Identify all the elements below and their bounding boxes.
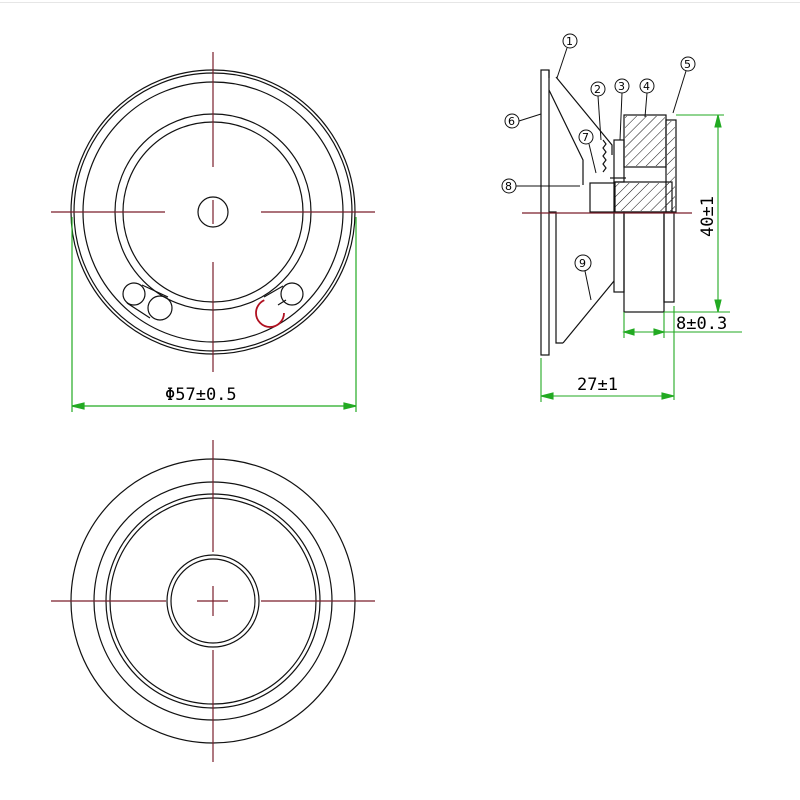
height-label: 40±1 [698, 196, 718, 237]
balloon-3: 3 [618, 80, 625, 93]
balloon-7: 7 [582, 131, 589, 144]
plate-hatch [615, 183, 671, 211]
balloon-5: 5 [684, 58, 691, 71]
terminal-right [263, 282, 304, 306]
magnet-label: 8±0.3 [676, 314, 727, 334]
balloon-6: 6 [508, 115, 515, 128]
terminal-highlight [255, 298, 285, 328]
depth-label: 27±1 [577, 375, 618, 395]
balloon-1: 1 [566, 35, 573, 48]
balloon-8: 8 [505, 180, 512, 193]
balloon-numbers: 1 2 3 4 5 6 7 8 9 [505, 35, 691, 270]
balloon-leaders [516, 47, 687, 301]
balloon-2: 2 [594, 83, 601, 96]
frame-hatch [667, 121, 675, 211]
balloon-9: 9 [579, 257, 586, 270]
terminal-left [122, 282, 173, 321]
magnet-hatch [625, 116, 665, 166]
top-border [0, 2, 800, 3]
diameter-dimension [71, 217, 357, 412]
front-centerlines [51, 52, 375, 372]
rear-centerlines [51, 440, 375, 762]
side-dimensions [540, 114, 742, 402]
part-balloons [501, 33, 696, 272]
balloon-4: 4 [643, 80, 650, 93]
diameter-label: Φ57±0.5 [165, 385, 237, 405]
